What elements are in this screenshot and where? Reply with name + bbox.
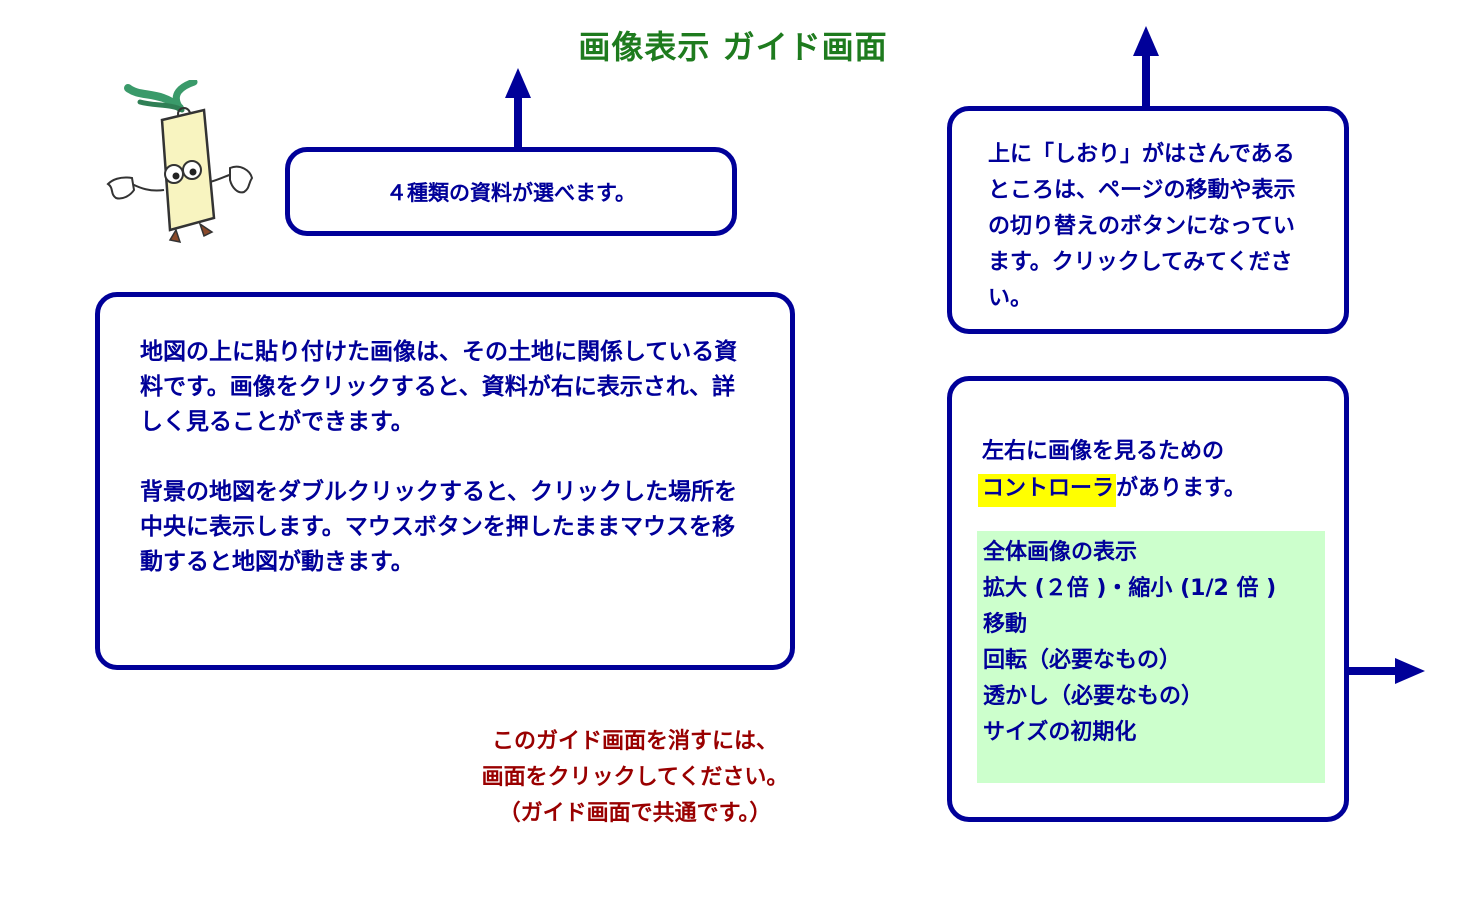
controller-item-reset-size: サイズの初期化 [983, 720, 1137, 745]
bookmark-guide-box: 上に「しおり」がはさんであるところは、ページの移動や表示の切り替えのボタンになっ… [947, 106, 1349, 334]
bookmark-mascot-icon [106, 80, 254, 243]
close-guide-note[interactable]: このガイド画面を消すには、 画面をクリックしてください。 （ガイド画面で共通です… [430, 724, 840, 832]
map-guide-box: 地図の上に貼り付けた画像は、その土地に関係している資料です。画像をクリックすると… [95, 292, 795, 670]
controller-item-zoom: 拡大 (２倍 )・縮小 (1/2 倍 ) [983, 576, 1277, 601]
controller-highlight: コントローラ [978, 474, 1117, 507]
close-note-line-1: このガイド画面を消すには、 [491, 729, 778, 754]
controller-function-list: 全体画像の表示 拡大 (２倍 )・縮小 (1/2 倍 ) 移動 回転（必要なもの… [977, 531, 1325, 783]
materials-guide-text: ４種類の資料が選べます。 [386, 180, 636, 205]
materials-guide-box: ４種類の資料が選べます。 [285, 147, 737, 236]
close-note-line-2: 画面をクリックしてください。 [481, 765, 789, 790]
map-guide-paragraph-images: 地図の上に貼り付けた画像は、その土地に関係している資料です。画像をクリックすると… [140, 339, 738, 435]
close-note-line-3: （ガイド画面で共通です。） [498, 801, 772, 826]
controller-guide-box: 左右に画像を見るための コントローラがあります。 全体画像の表示 拡大 (２倍 … [947, 376, 1349, 822]
right-arrow-icon [1349, 658, 1425, 684]
controller-intro-text: 左右に画像を見るための [982, 439, 1225, 464]
controller-item-whole-view: 全体画像の表示 [983, 540, 1138, 565]
up-arrow-icon [1133, 26, 1159, 108]
page-title: 画像表示 ガイド画面 [578, 28, 888, 66]
controller-item-transparency: 透かし（必要なもの） [983, 684, 1204, 709]
controller-item-rotate: 回転（必要なもの） [983, 648, 1182, 673]
controller-intro: 左右に画像を見るための コントローラがあります。 [978, 433, 1322, 507]
bookmark-guide-text: 上に「しおり」がはさんであるところは、ページの移動や表示の切り替えのボタンになっ… [988, 142, 1296, 311]
controller-suffix: があります。 [1116, 476, 1246, 501]
map-guide-paragraph-background: 背景の地図をダブルクリックすると、クリックした場所を中央に表示します。マウスボタ… [140, 479, 738, 575]
controller-item-move: 移動 [983, 612, 1028, 637]
up-arrow-icon [505, 68, 531, 150]
